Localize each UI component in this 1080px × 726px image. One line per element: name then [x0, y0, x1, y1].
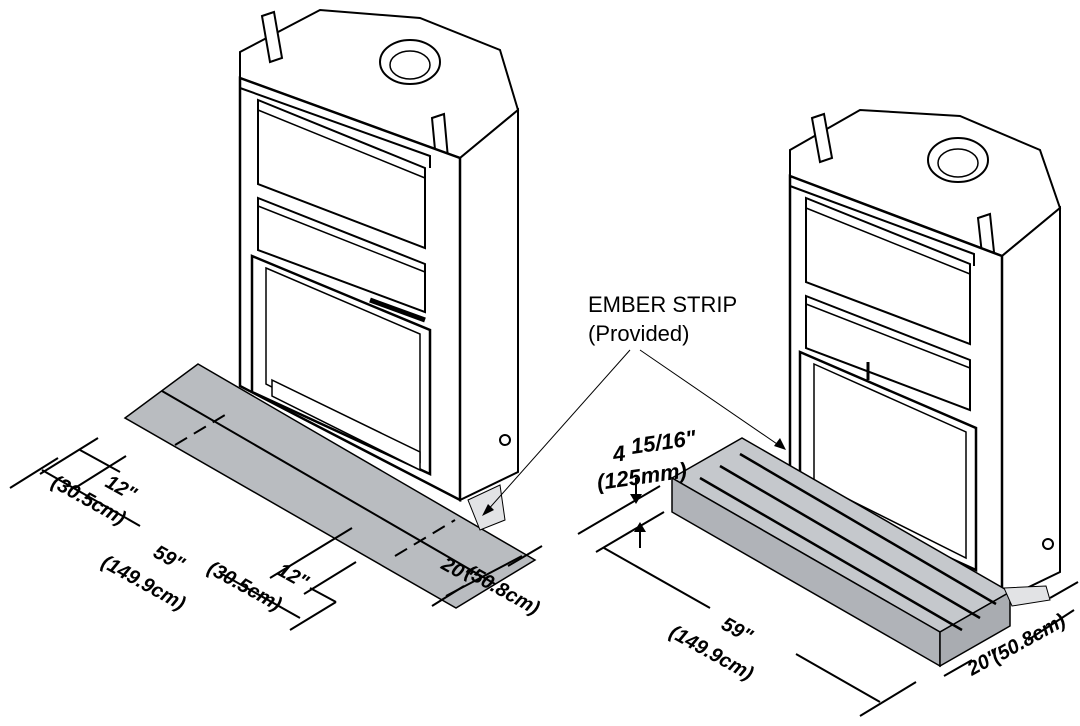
left-hearth-line [161, 390, 496, 585]
right-figure: 4 15/16" (125mm) 59" (149.9cm) 20" (50.8… [577, 108, 1079, 717]
right-upper-panel-line [805, 207, 971, 275]
right-dimensions [577, 478, 1079, 717]
right-height-arrowhead-top [630, 494, 642, 504]
left-standoff-a [260, 10, 284, 64]
right-59-dim-a [603, 547, 711, 609]
right-hearth-line-2 [719, 464, 981, 620]
right-ember-strip [1003, 585, 1051, 607]
left-front-trim [239, 87, 431, 168]
right-raised-hearth [670, 437, 1051, 668]
callout-arrow-left [482, 504, 494, 516]
left-20-dim [445, 555, 523, 597]
left-dimensions [9, 437, 543, 631]
left-59-ext-b [289, 601, 337, 631]
right-flue-inner [937, 148, 979, 178]
left-dim-12b-cm: (30.5cm) [204, 557, 286, 616]
right-height-arrowhead-bot [634, 522, 646, 532]
callout-line-1: EMBER STRIP [588, 292, 737, 317]
left-12b-dim [309, 587, 337, 603]
right-middle-panel [805, 294, 971, 412]
right-fireplace-unit [788, 108, 1062, 603]
left-flue-inner [389, 50, 431, 80]
left-12b-ext-1 [269, 527, 353, 579]
callout-leader-left [485, 349, 631, 513]
left-control-bar [369, 297, 426, 323]
right-dim-59-in: 59" [718, 613, 757, 648]
right-hearth-end [939, 590, 1011, 668]
right-firebox-inner [813, 362, 967, 560]
left-glass-frame [271, 378, 421, 472]
left-ext-line-b [394, 519, 456, 557]
callout-line-2: (Provided) [588, 321, 689, 346]
left-59-dim-a [41, 469, 141, 527]
left-ext-line-a [174, 411, 231, 446]
right-middle-panel-line [805, 303, 971, 369]
right-20-dim [1027, 609, 1075, 641]
left-59-dim-b [221, 573, 301, 619]
left-upper-panel-line [257, 109, 426, 179]
left-fireplace-unit [238, 8, 520, 503]
left-12a-ext-2 [74, 455, 127, 489]
right-height-ext-1 [577, 485, 661, 535]
left-upper-panel [257, 98, 426, 250]
right-dim-height-frac: 15/16" [629, 425, 698, 459]
left-20-ext-2 [507, 545, 543, 567]
left-middle-panel [257, 196, 426, 314]
right-20-ext-2 [1049, 581, 1079, 599]
right-standoff-a [810, 112, 834, 164]
ember-strip-callout: EMBER STRIP (Provided) [482, 292, 786, 516]
left-gas-inlet [499, 434, 511, 446]
left-middle-panel-line [257, 205, 426, 273]
right-hearth-line-3 [739, 452, 997, 606]
right-59-ext-b [859, 681, 917, 717]
right-gas-inlet [1042, 538, 1054, 550]
right-20-ext-1 [943, 659, 973, 677]
left-59-ext [9, 457, 59, 489]
callout-arrow-right [774, 438, 786, 450]
left-dim-59-in: 59" [150, 541, 189, 576]
left-figure: 12" (30.5cm) 59" (149.9cm) 12" (30.5cm) … [9, 8, 544, 631]
right-hearth-line-1 [699, 476, 963, 632]
right-front-trim [789, 185, 975, 266]
right-59-dim-b [795, 653, 881, 703]
left-dim-12b-in: 12" [274, 559, 313, 594]
callout-leader-right [639, 349, 781, 447]
right-height-ext-2 [595, 511, 665, 553]
left-12a-ext-1 [39, 437, 99, 475]
right-upper-panel [805, 196, 971, 346]
left-12a-dim [79, 449, 121, 473]
right-dim-height-whole: 4 [610, 440, 627, 467]
